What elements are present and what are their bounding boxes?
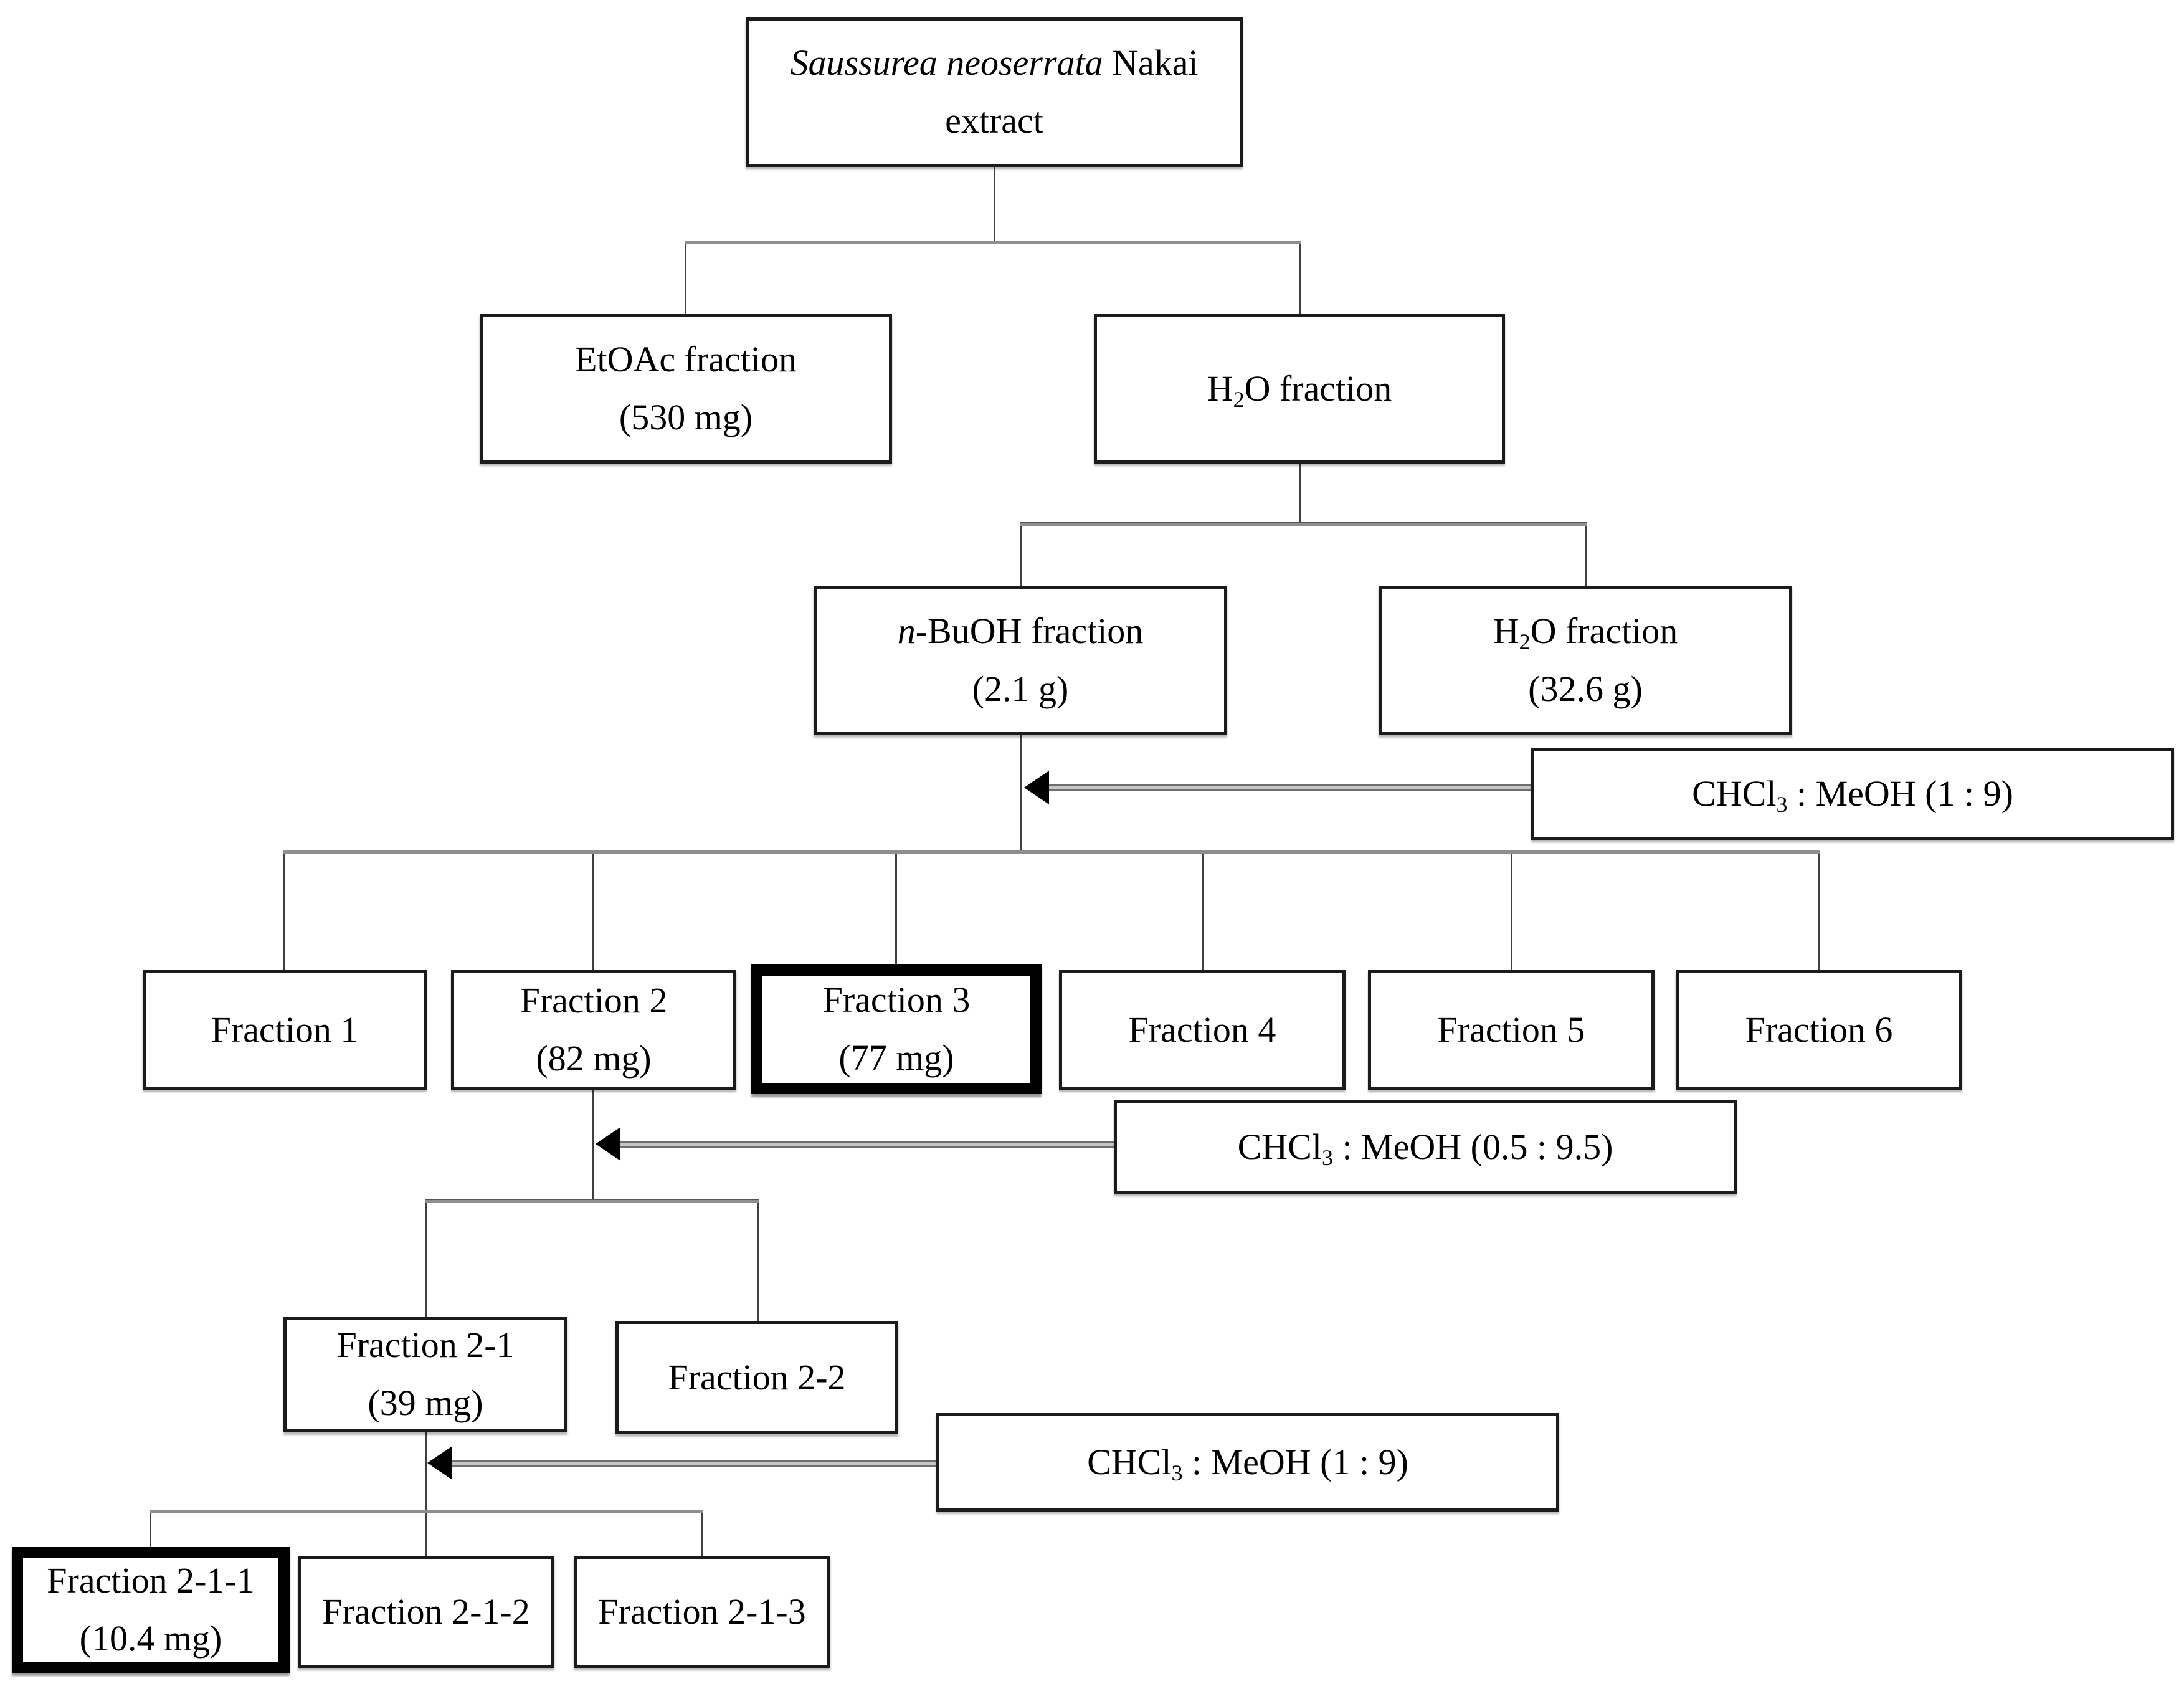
box-extract-title: Saussurea neoserrata Nakai extract [746, 17, 1243, 167]
connector-h2o2-drop [1585, 522, 1587, 586]
connector-split-level1 [685, 241, 1301, 244]
connector-split-level2 [1020, 522, 1587, 526]
box-fraction-4: Fraction 4 [1059, 970, 1346, 1090]
nbuoh-label: n-BuOH fraction [897, 611, 1144, 652]
connector-f22-drop [757, 1199, 759, 1322]
h2o1-label: H2O fraction [1207, 368, 1392, 412]
connector-split-f21 [150, 1510, 703, 1513]
box-solvent-chcl3-meoh-05-95: CHCl3 : MeOH (0.5 : 9.5) [1114, 1100, 1737, 1194]
etoac-label: EtOAc fraction [575, 339, 797, 380]
h2o2-label: H2O fraction [1493, 611, 1678, 655]
fraction3-mass: (77 mg) [838, 1037, 954, 1078]
fraction5-label: Fraction 5 [1437, 1009, 1585, 1050]
box-nbuoh-fraction: n-BuOH fraction (2.1 g) [814, 586, 1227, 735]
fraction21-label: Fraction 2-1 [336, 1325, 515, 1366]
arrow2-shaft [618, 1141, 1114, 1148]
connector-f21-drop [425, 1199, 427, 1318]
arrow2-arrowhead-left-icon [596, 1127, 620, 1161]
connector-root-down [994, 167, 995, 243]
h2o2-mass: (32.6 g) [1528, 669, 1643, 709]
box-h2o-fraction-2: H2O fraction (32.6 g) [1379, 586, 1792, 735]
extract-title-line1: Saussurea neoserrata Nakai [790, 42, 1199, 83]
fraction213-label: Fraction 2-1-3 [598, 1591, 806, 1632]
fraction211-label: Fraction 2-1-1 [47, 1560, 255, 1601]
connector-f212-drop [425, 1510, 427, 1556]
box-solvent-chcl3-meoh-1-9-a: CHCl3 : MeOH (1 : 9) [1531, 748, 2174, 840]
box-fraction-5: Fraction 5 [1368, 970, 1655, 1090]
box-solvent-chcl3-meoh-1-9-b: CHCl3 : MeOH (1 : 9) [936, 1413, 1559, 1512]
box-etoac-fraction: EtOAc fraction (530 mg) [480, 314, 892, 464]
connector-nbuoh-drop [1020, 522, 1022, 586]
connector-h2o1-down [1299, 462, 1301, 523]
fraction22-label: Fraction 2-2 [668, 1356, 846, 1398]
solvent1-label: CHCl3 : MeOH (1 : 9) [1692, 773, 2013, 817]
box-fraction-3-highlighted: Fraction 3 (77 mg) [751, 964, 1042, 1094]
solvent2-label: CHCl3 : MeOH (0.5 : 9.5) [1237, 1126, 1613, 1170]
fraction212-label: Fraction 2-1-2 [322, 1591, 530, 1632]
box-fraction-2-1-3: Fraction 2-1-3 [574, 1556, 830, 1668]
box-h2o-fraction-1: H2O fraction [1094, 314, 1505, 464]
nbuoh-mass: (2.1 g) [972, 669, 1069, 709]
connector-f2-drop [592, 850, 594, 970]
box-fraction-1: Fraction 1 [143, 970, 427, 1090]
connector-f5-drop [1511, 850, 1512, 970]
connector-f4-drop [1202, 850, 1204, 970]
connector-h2o1-drop [1299, 241, 1301, 314]
fraction2-mass: (82 mg) [536, 1038, 652, 1079]
fraction3-label: Fraction 3 [822, 979, 971, 1021]
connector-nbuoh-down [1020, 734, 1022, 852]
fraction2-label: Fraction 2 [520, 980, 668, 1021]
connector-split-f2 [425, 1199, 759, 1203]
connector-etoac-drop [685, 241, 686, 314]
arrow1-shaft [1047, 784, 1531, 791]
connector-f21-down [425, 1431, 427, 1512]
box-fraction-2-1: Fraction 2-1 (39 mg) [283, 1317, 567, 1432]
connector-f2-down [592, 1088, 594, 1202]
box-fraction-2: Fraction 2 (82 mg) [451, 970, 736, 1090]
fraction211-mass: (10.4 mg) [79, 1618, 222, 1659]
connector-f3-drop [895, 850, 897, 966]
box-fraction-2-2: Fraction 2-2 [615, 1321, 898, 1434]
connector-f1-drop [283, 850, 285, 970]
arrow1-arrowhead-left-icon [1024, 771, 1049, 804]
fraction4-label: Fraction 4 [1128, 1009, 1276, 1050]
box-fraction-6: Fraction 6 [1676, 970, 1962, 1090]
connector-f211-drop [150, 1510, 151, 1548]
connector-f6-drop [1818, 850, 1820, 970]
solvent3-label: CHCl3 : MeOH (1 : 9) [1087, 1441, 1408, 1485]
arrow3-arrowhead-left-icon [427, 1446, 452, 1480]
extract-title-line2: extract [945, 100, 1043, 141]
arrow3-shaft [450, 1460, 936, 1467]
fraction1-label: Fraction 1 [211, 1009, 359, 1050]
etoac-mass: (530 mg) [619, 397, 753, 437]
box-fraction-2-1-1-highlighted: Fraction 2-1-1 (10.4 mg) [12, 1547, 290, 1673]
fraction6-label: Fraction 6 [1745, 1009, 1893, 1050]
connector-split-fractions [283, 850, 1820, 854]
fraction21-mass: (39 mg) [368, 1383, 483, 1423]
connector-f213-drop [701, 1510, 703, 1556]
box-fraction-2-1-2: Fraction 2-1-2 [298, 1556, 554, 1668]
